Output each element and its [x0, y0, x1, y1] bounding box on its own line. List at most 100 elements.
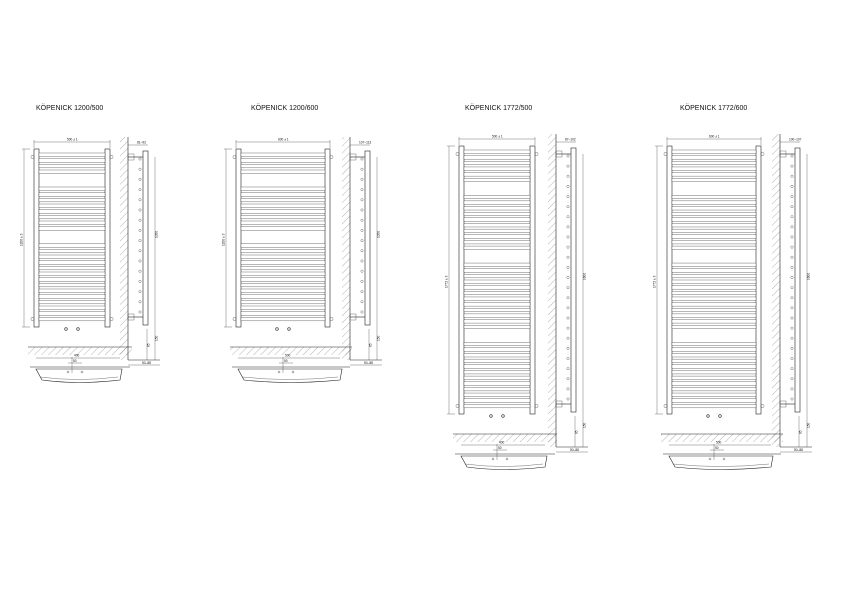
radiator-bar — [38, 226, 106, 231]
floor-hatch — [661, 434, 783, 442]
radiator-bar — [38, 192, 106, 197]
radiator-bar — [463, 166, 531, 171]
side-bottom-dimension-label: 150 — [807, 422, 811, 428]
radiator-bar — [463, 319, 531, 324]
side-tube-profile — [142, 150, 149, 326]
radiator-bar — [240, 317, 326, 322]
bar-end-icon — [360, 280, 364, 283]
width-dimension-label: 600 ± 1 — [278, 138, 289, 142]
radiator-bar — [38, 271, 106, 276]
bar-end-icon — [138, 188, 142, 191]
radiator-bar — [671, 381, 757, 386]
bar-end-icon — [138, 259, 142, 263]
side-top-dimension-label: 100–107 — [789, 138, 802, 142]
bar-end-icon — [566, 296, 570, 300]
radiator-bar — [463, 279, 531, 284]
bar-end-icon — [360, 188, 364, 191]
bracket-right-icon — [109, 155, 114, 159]
bar-end-icon — [360, 208, 364, 212]
plan-valve-icon — [277, 370, 281, 374]
wall-bracket-plate — [127, 153, 135, 161]
radiator-bar — [38, 186, 106, 191]
bar-end-icon — [566, 255, 570, 259]
plan-radiator-outline — [35, 368, 123, 383]
radiator-bar — [463, 358, 531, 363]
radiator-bar — [671, 404, 757, 409]
bar-end-icon — [138, 157, 142, 161]
radiator-bar — [240, 243, 326, 248]
radiator-bar — [38, 294, 106, 299]
bracket-left-icon — [232, 317, 237, 321]
radiator-bar — [671, 285, 757, 290]
radiator-bar — [463, 296, 531, 301]
radiator-bar — [463, 302, 531, 307]
radiator-bar — [671, 358, 757, 363]
radiator-bar — [240, 288, 326, 293]
bar-end-icon — [566, 286, 570, 289]
drawing-kopenick-1772-600: KÖPENICK 1772/600 600 ± 1 1772 ± 3 100–1… — [653, 104, 812, 470]
side-top-dimension-label: 107–113 — [359, 141, 371, 145]
radiator-bar — [671, 211, 757, 216]
bracket-right-icon — [760, 152, 765, 156]
drawing-kopenick-1200-600: KÖPENICK 1200/600 600 ± 1 1200 ± 3 107–1… — [222, 104, 382, 383]
floor-hatch — [230, 347, 352, 355]
bar-end-icon — [138, 218, 142, 222]
radiator-bar — [463, 217, 531, 222]
radiator-bar — [463, 381, 531, 386]
height-dimension-label: 1772 ± 3 — [653, 275, 657, 288]
radiator-bar — [463, 268, 531, 273]
radiator-bar — [463, 347, 531, 352]
bar-end-icon — [360, 239, 364, 242]
width-dimension-label: 600 ± 1 — [709, 135, 720, 139]
wall-bracket-plate — [349, 313, 357, 321]
radiator-bar — [671, 195, 757, 199]
wall-bracket-plate — [555, 400, 563, 408]
radiator-bar — [240, 266, 326, 271]
bracket-right-icon — [534, 152, 539, 156]
plan-radiator-outline — [668, 455, 774, 470]
radiator-bar — [38, 158, 106, 163]
radiator-bar — [38, 266, 106, 271]
radiator-bar — [671, 308, 757, 312]
valve-connection-icon — [275, 327, 279, 331]
valve-connection-icon — [64, 327, 68, 331]
bracket-left-icon — [455, 152, 460, 156]
bar-end-icon — [790, 154, 794, 158]
radiator-bar — [38, 260, 106, 265]
radiator-bar — [671, 149, 757, 154]
bar-end-icon — [790, 195, 794, 198]
bar-end-icon — [790, 346, 794, 350]
plan-center-dimension-label: 50 — [284, 359, 288, 363]
radiator-bar — [671, 279, 757, 284]
plan-radiator-outline — [237, 368, 343, 383]
radiator-bar — [671, 228, 757, 233]
bar-end-icon — [566, 336, 570, 340]
radiator-bar — [463, 398, 531, 403]
bar-end-icon — [790, 185, 794, 188]
bar-end-icon — [360, 290, 364, 293]
bar-end-icon — [566, 326, 570, 330]
valve-connection-icon — [287, 327, 291, 331]
radiator-bar — [38, 164, 106, 169]
plan-valve-icon — [708, 457, 712, 461]
side-wall-dimension-label: 50–88 — [570, 448, 579, 452]
plan-center-dimension-label: 50 — [715, 446, 719, 450]
bracket-left-icon — [30, 155, 35, 159]
radiator-bar — [463, 387, 531, 392]
side-low-dimension-label: 85 — [369, 343, 373, 347]
plan-center-dimension-label: 50 — [498, 446, 502, 450]
side-bottom-dimension-label: 150 — [155, 335, 159, 341]
bracket-right-icon — [329, 155, 334, 159]
radiator-bar — [671, 172, 757, 177]
radiator-bar — [463, 404, 531, 409]
bar-end-icon — [566, 174, 570, 178]
radiator-bar — [463, 308, 531, 312]
right-side-tube — [755, 145, 762, 415]
radiator-bar — [463, 206, 531, 211]
radiator-bar — [38, 203, 106, 208]
radiator-bar — [240, 294, 326, 299]
radiator-bar — [671, 223, 757, 228]
radiator-bar — [463, 274, 531, 279]
drawing-title: KÖPENICK 1200/600 — [251, 104, 318, 112]
radiator-bar — [671, 375, 757, 380]
